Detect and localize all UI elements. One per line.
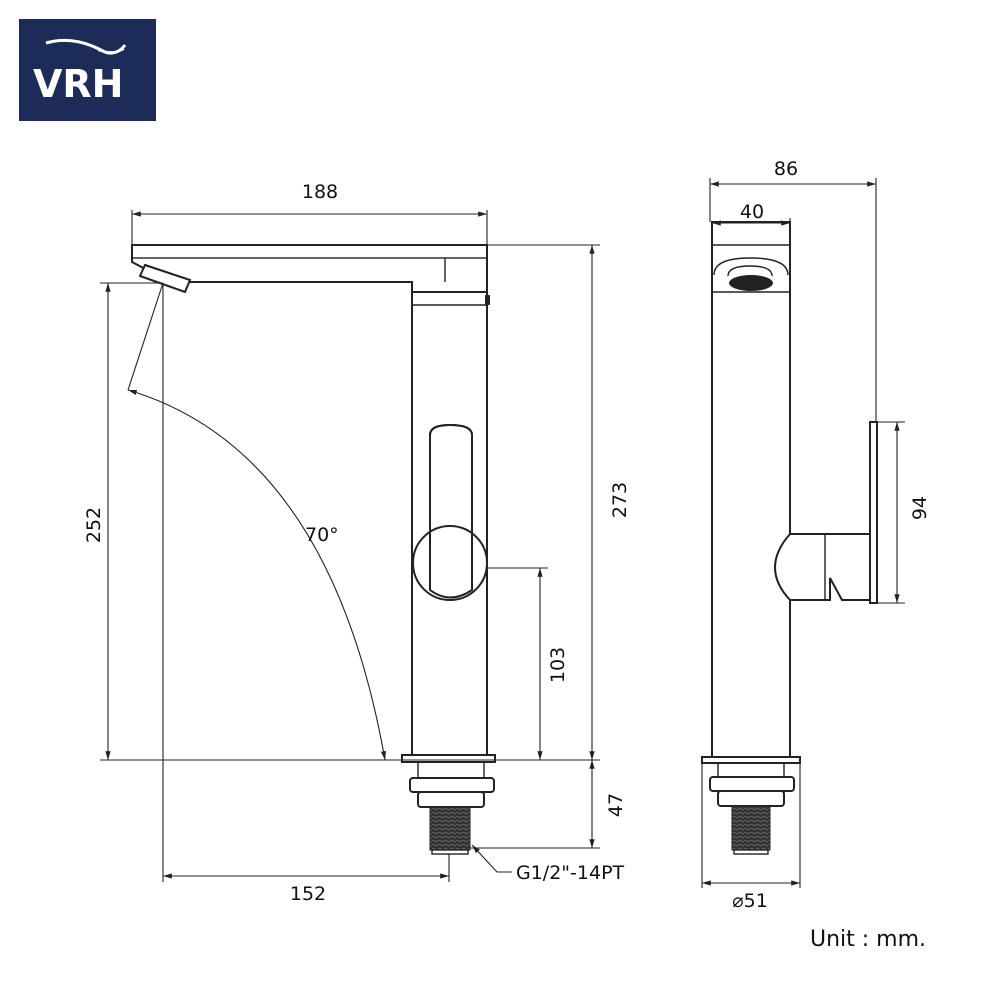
dim-51: ⌀51 xyxy=(732,890,768,912)
dim-252: 252 xyxy=(83,507,105,543)
dim-47: 47 xyxy=(605,793,627,817)
unit-label: Unit : mm. xyxy=(810,927,926,952)
side-body xyxy=(711,221,791,758)
logo-text: VRH xyxy=(33,62,123,106)
dim-273: 273 xyxy=(609,482,631,518)
thread xyxy=(429,806,471,851)
side-view: 86 40 94 ⌀51 xyxy=(701,158,931,912)
front-view: 188 273 252 103 47 152 70° G1/2"-14PT xyxy=(83,181,631,905)
dim-94: 94 xyxy=(909,496,931,520)
dim-103: 103 xyxy=(547,647,569,683)
aerator xyxy=(138,263,192,294)
dim-188: 188 xyxy=(302,181,338,203)
angle-70: 70° xyxy=(305,524,339,546)
thread-label: G1/2"-14PT xyxy=(516,862,625,884)
vrh-logo: VRH xyxy=(19,19,156,121)
dim-86: 86 xyxy=(774,158,798,180)
dim-152: 152 xyxy=(290,883,326,905)
side-lever xyxy=(869,421,878,604)
side-handle xyxy=(774,533,871,601)
base-plate xyxy=(401,754,496,763)
aerator-side xyxy=(729,275,773,291)
dim-40: 40 xyxy=(740,201,764,223)
